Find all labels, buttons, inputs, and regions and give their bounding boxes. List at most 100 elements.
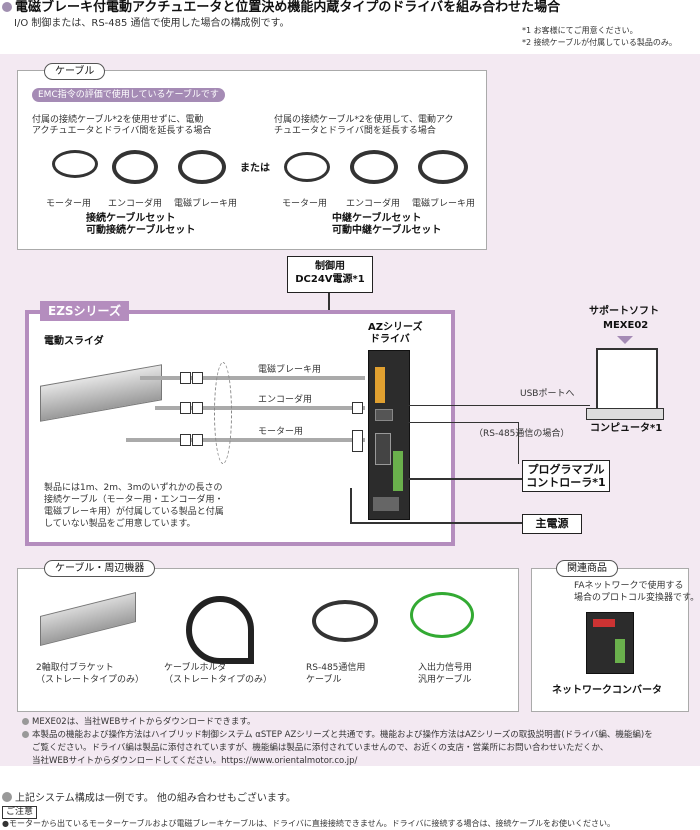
control-power-line1: 制御用 [315,261,345,272]
right-desc-1: 付属の接続ケーブル*2を使用して、電動アク [274,115,454,125]
left-label-encoder: エンコーダ用 [108,199,163,209]
ezs-desc-3: 電磁ブレーキ用）が付属している製品と付属 [44,507,224,517]
plc-line1: プログラマブル [527,463,605,476]
main-power-wire-h [350,522,522,524]
ezs-series-tab: EZSシリーズ [40,301,129,321]
laptop-keyboard-icon [586,408,664,420]
cable-holder-image [186,596,254,664]
peripheral-section-tab: ケーブル・周辺機器 [44,560,156,577]
rs485-wire-v [518,422,519,464]
computer-label: コンピュータ*1 [590,423,663,434]
driver-motor-port [375,433,391,465]
or-label: または [240,163,270,174]
left-set-1: 接続ケーブルセット [86,213,176,224]
driver-label: ドライバ [370,334,410,345]
page-title: 電磁ブレーキ付電動アクチュエータと位置決め機能内蔵タイプのドライバを組み合わせた… [2,1,560,14]
plc-box: プログラマブル コントローラ*1 [522,460,610,492]
note-function-1: 本製品の機能および操作方法はハイブリッド制御システム αSTEP AZシリーズと… [22,729,653,742]
motor-cable-line [126,438,365,442]
driver-image [368,350,410,520]
left-label-brake: 電磁ブレーキ用 [174,199,238,209]
right-set-2: 可動中継ケーブルセット [332,225,442,236]
ezs-desc-4: していない製品をご用意しています。 [44,519,196,529]
connector-icon [180,402,191,414]
left-desc-1: 付属の接続ケーブル*2を使用せずに、電動 [32,115,204,125]
bullet-icon [2,792,12,802]
right-set-1: 中継ケーブルセット [332,213,422,224]
laptop-icon [596,348,658,410]
rs485-label: （RS-485通信の場合） [474,429,570,439]
right-desc-2: チュエータとドライバ間を延長する場合 [274,126,436,136]
driver-io-terminal [393,451,403,491]
converter-terminal [615,639,625,663]
caution-text: ●モーターから出ているモーターケーブルおよび電磁ブレーキケーブルは、ドライバに直… [2,819,615,828]
brake-relay-cable-coil-icon [418,150,468,184]
bullet-icon [2,2,12,12]
note-mexe02: MEXE02は、当社WEBサイトからダウンロードできます。 [22,716,255,729]
connector-icon [180,434,191,446]
left-desc-2: アクチュエータとドライバ間を延長する場合 [32,126,212,136]
converter-display [593,619,615,627]
holder-label-2: （ストレートタイプのみ） [164,675,273,685]
control-power-box: 制御用 DC24V電源*1 [287,256,373,293]
footnote-2: *2 接続ケーブルが付属している製品のみ。 [522,38,677,47]
encoder-cable-line [155,406,365,410]
connector-icon [192,372,203,384]
io-cable-label-1: 入出力信号用 [418,663,473,673]
slider-label: 電動スライダ [44,336,104,347]
network-converter-image [586,612,634,674]
related-section-tab: 関連商品 [556,560,618,577]
brake-cable-line [140,376,365,380]
system-example-note: 上記システム構成は一例です。 他の組み合わせもございます。 [2,792,296,805]
connector-icon [180,372,191,384]
right-label-motor: モーター用 [282,199,328,209]
related-desc-1: FAネットワークで使用する [574,581,684,591]
page-subtitle: I/O 制御または、RS-485 通信で使用した場合の構成例です。 [14,18,290,29]
io-cable-label-2: 汎用ケーブル [418,675,472,685]
support-software-label: サポートソフト [589,306,659,317]
left-label-motor: モーター用 [46,199,92,209]
cable-bundle-ellipse [214,362,232,464]
mexe02-label: MEXE02 [603,320,649,331]
encoder-relay-cable-coil-icon [350,150,398,184]
note-function-3: 当社WEBサイトからダウンロードしてください。https://www.orien… [32,756,358,766]
rs485-cable-label-2: ケーブル [306,675,342,685]
related-desc-2: 場合のプロトコル変換器です。 [574,593,700,603]
connector-icon [352,402,363,414]
plc-line2: コントローラ*1 [526,476,606,489]
peripheral-section-box [17,568,519,712]
motor-line-label: モーター用 [258,427,304,437]
encoder-cable-coil-icon [112,150,158,184]
bullet-icon [22,731,29,738]
note-function-2: ご覧ください。ドライバ編は製品に添付されていますが、機能編は製品に添付されていま… [32,743,609,753]
motor-relay-cable-coil-icon [284,152,330,182]
driver-power-terminal [373,497,399,511]
driver-series-label: AZシリーズ [368,322,423,333]
brake-cable-coil-icon [178,150,226,184]
connector-icon [352,430,363,452]
driver-encoder-port [375,409,393,421]
control-power-line2: DC24V電源*1 [295,274,365,285]
driver-brake-terminal [375,367,385,403]
main-power-wire-v [350,488,352,524]
footnote-1: *1 お客様にてご用意ください。 [522,26,638,35]
ezs-desc-1: 製品には1m、2m、3mのいずれかの長さの [44,483,223,493]
right-label-encoder: エンコーダ用 [346,199,401,209]
connector-icon [192,434,203,446]
bracket-label-2: （ストレートタイプのみ） [36,675,145,685]
cable-section-tab: ケーブル [44,63,106,80]
caution-label: ご注意 [2,806,38,819]
rs485-wire [408,422,518,423]
main-power-box: 主電源 [522,514,582,534]
rs485-cable-label-1: RS-485通信用 [306,663,366,673]
plc-wire [408,478,522,480]
ezs-desc-2: 接続ケーブル（モーター用・エンコーダ用・ [44,495,224,505]
right-label-brake: 電磁ブレーキ用 [412,199,476,209]
usb-port-label: USBポートへ [520,389,575,399]
rs485-cable-image [312,600,378,642]
emc-badge: EMC指令の評価で使用しているケーブルです [32,88,225,102]
connector-icon [192,402,203,414]
encoder-line-label: エンコーダ用 [258,395,313,405]
usb-wire [408,405,590,406]
bracket-label-1: 2軸取付ブラケット [36,663,114,673]
